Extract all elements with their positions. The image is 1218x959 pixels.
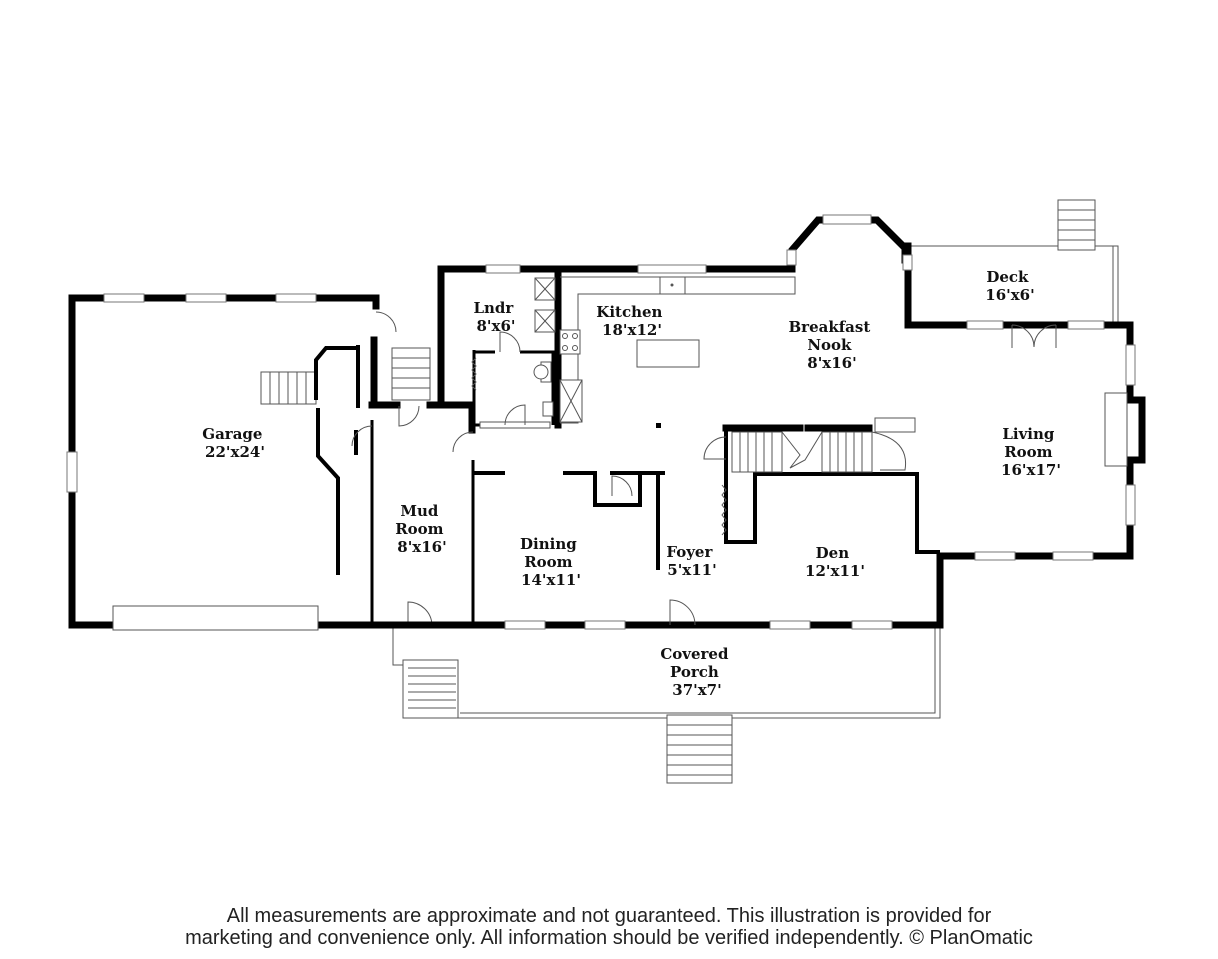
disclaimer-line-2: marketing and convenience only. All info… [185, 927, 1033, 949]
garage-label: Garage 22'x24' [202, 425, 267, 461]
kitchen-laundry-walls [471, 271, 796, 429]
foyer-label: Foyer 5'x11' [666, 543, 717, 579]
main-house-walls [368, 214, 1146, 630]
laundry-label: Lndr 8'x6' [473, 299, 518, 335]
den-label: Den 12'x11' [805, 544, 865, 580]
disclaimer-line-1: All measurements are approximate and not… [226, 905, 992, 927]
room-labels: Garage 22'x24' Mud Room 8'x16' Lndr 8'x6… [202, 268, 1061, 699]
deck-label: Deck 16'x6' [985, 268, 1034, 304]
dining-room-label: Dining Room 14'x11' [520, 535, 582, 589]
disclaimer: All measurements are approximate and not… [0, 905, 1218, 949]
kitchen-label: Kitchen 18'x12' [596, 303, 667, 339]
breakfast-nook-label: Breakfast Nook 8'x16' [788, 318, 875, 372]
garage-walls [66, 293, 380, 631]
center-walls [473, 417, 940, 570]
mud-room-label: Mud Room 8'x16' [395, 502, 449, 556]
covered-porch-label: Covered Porch 37'x7' [660, 645, 733, 699]
deck-outline [908, 199, 1119, 325]
mud-room-walls [351, 311, 476, 626]
porch-outline [392, 628, 941, 784]
living-room-label: Living Room 16'x17' [1001, 425, 1061, 479]
